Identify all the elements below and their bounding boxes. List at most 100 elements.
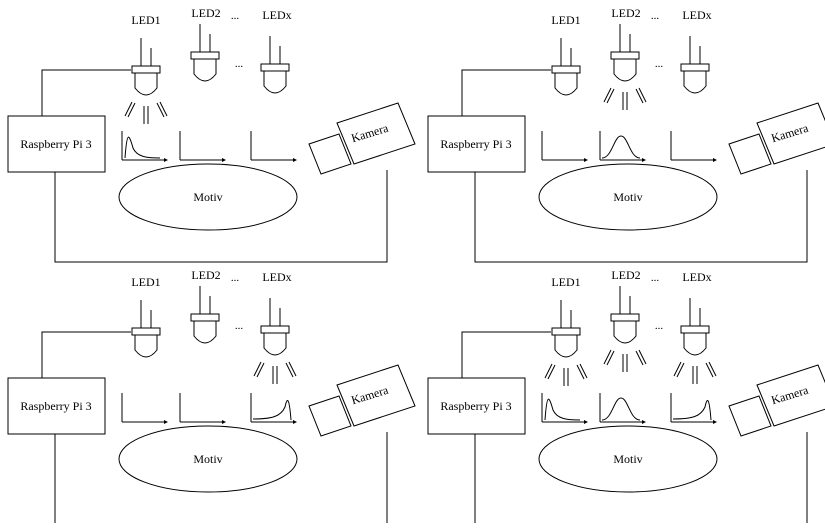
led2-label: LED2 bbox=[611, 268, 640, 282]
led-rim bbox=[551, 65, 581, 74]
led-rim bbox=[260, 325, 290, 334]
light-ray bbox=[673, 361, 682, 377]
light-ray bbox=[705, 362, 714, 378]
spectrum-arrow bbox=[164, 420, 168, 424]
led1-label: LED1 bbox=[551, 13, 580, 27]
subject-label: Motiv bbox=[613, 190, 642, 204]
led-dome bbox=[193, 58, 217, 82]
led-2 bbox=[190, 24, 220, 82]
led-rim bbox=[551, 327, 581, 336]
camera: Kamera bbox=[308, 102, 416, 175]
spectrum-curve bbox=[601, 135, 641, 159]
camera-body bbox=[336, 364, 416, 427]
spectrum-plot bbox=[179, 393, 226, 424]
led2-label: LED2 bbox=[611, 6, 640, 20]
led-dome bbox=[613, 320, 637, 344]
spectrum-curve bbox=[544, 398, 581, 421]
light-ray bbox=[579, 363, 588, 379]
spectrum-plot bbox=[670, 131, 717, 162]
led-rim bbox=[680, 63, 710, 72]
light-ray bbox=[124, 101, 133, 117]
led-3 bbox=[680, 36, 710, 94]
raspberry-pi-box bbox=[427, 377, 526, 435]
led1-label: LED1 bbox=[131, 13, 160, 27]
ellipsis-label: ... bbox=[651, 10, 660, 22]
subject-label: Motiv bbox=[193, 190, 222, 204]
subject-ellipse bbox=[538, 425, 718, 493]
wire-camera bbox=[54, 170, 388, 263]
light-ray bbox=[606, 88, 615, 104]
ellipsis-label: ... bbox=[651, 272, 660, 284]
led-dome bbox=[134, 334, 158, 358]
led-rim bbox=[131, 65, 161, 74]
light-ray bbox=[635, 88, 644, 104]
led-3 bbox=[673, 298, 717, 384]
led-2 bbox=[603, 24, 647, 110]
spectrum-plot bbox=[121, 393, 168, 424]
camera-lens bbox=[308, 395, 352, 437]
spectrum-arrow bbox=[713, 158, 717, 162]
light-ray bbox=[256, 362, 265, 378]
spectrum-arrow bbox=[222, 158, 226, 162]
light-ray bbox=[676, 362, 685, 378]
led-dome bbox=[683, 332, 707, 356]
spectrum-plot bbox=[541, 393, 588, 424]
spectrum-curve bbox=[672, 400, 712, 421]
light-ray bbox=[285, 362, 294, 378]
led-rim bbox=[260, 63, 290, 72]
ledx-label: LEDx bbox=[262, 270, 291, 284]
ellipsis-between-leds: ... bbox=[235, 58, 244, 70]
light-rays bbox=[603, 349, 647, 372]
wire-led-bus bbox=[461, 69, 551, 116]
subject-label: Motiv bbox=[193, 452, 222, 466]
led-dome bbox=[193, 320, 217, 344]
raspberry-pi-label: Raspberry Pi 3 bbox=[20, 399, 91, 413]
subject-ellipse bbox=[118, 425, 298, 493]
spectrum-plot bbox=[599, 131, 646, 162]
spectrum-plot bbox=[599, 393, 646, 424]
led-dome bbox=[134, 72, 158, 96]
led1-label: LED1 bbox=[131, 275, 160, 289]
light-ray bbox=[544, 363, 553, 379]
light-ray bbox=[127, 102, 136, 118]
subject-ellipse bbox=[538, 163, 718, 231]
spectrum-arrow bbox=[642, 420, 646, 424]
raspberry-pi-label: Raspberry Pi 3 bbox=[20, 137, 91, 151]
led2-label: LED2 bbox=[191, 6, 220, 20]
ledx-label: LEDx bbox=[682, 270, 711, 284]
ellipsis-between-leds: ... bbox=[655, 320, 664, 332]
camera-body bbox=[756, 364, 825, 427]
camera-body bbox=[336, 102, 416, 165]
led-rim bbox=[610, 51, 640, 60]
spectrum-arrow bbox=[164, 158, 168, 162]
spectrum-plot bbox=[670, 393, 717, 424]
light-ray bbox=[603, 349, 612, 365]
ellipsis-label: ... bbox=[231, 10, 240, 22]
led-dome bbox=[263, 70, 287, 94]
led-rim bbox=[190, 51, 220, 60]
ellipsis-between-leds: ... bbox=[655, 58, 664, 70]
subject-label: Motiv bbox=[613, 452, 642, 466]
wire-camera bbox=[474, 170, 808, 263]
led-dome bbox=[554, 334, 578, 358]
led-1 bbox=[544, 300, 588, 386]
camera-lens bbox=[308, 133, 352, 175]
led1-label: LED1 bbox=[551, 275, 580, 289]
spectrum-plot bbox=[250, 393, 297, 424]
led-3 bbox=[253, 298, 297, 384]
spectrum-arrow bbox=[293, 420, 297, 424]
light-ray bbox=[156, 102, 165, 118]
led-2 bbox=[603, 286, 647, 372]
light-ray bbox=[253, 361, 262, 377]
light-rays bbox=[124, 101, 168, 124]
spectrum-arrow bbox=[713, 420, 717, 424]
light-rays bbox=[603, 87, 647, 110]
led-dome bbox=[554, 72, 578, 96]
light-ray bbox=[288, 361, 297, 377]
led-1 bbox=[131, 300, 161, 358]
led-rim bbox=[680, 325, 710, 334]
